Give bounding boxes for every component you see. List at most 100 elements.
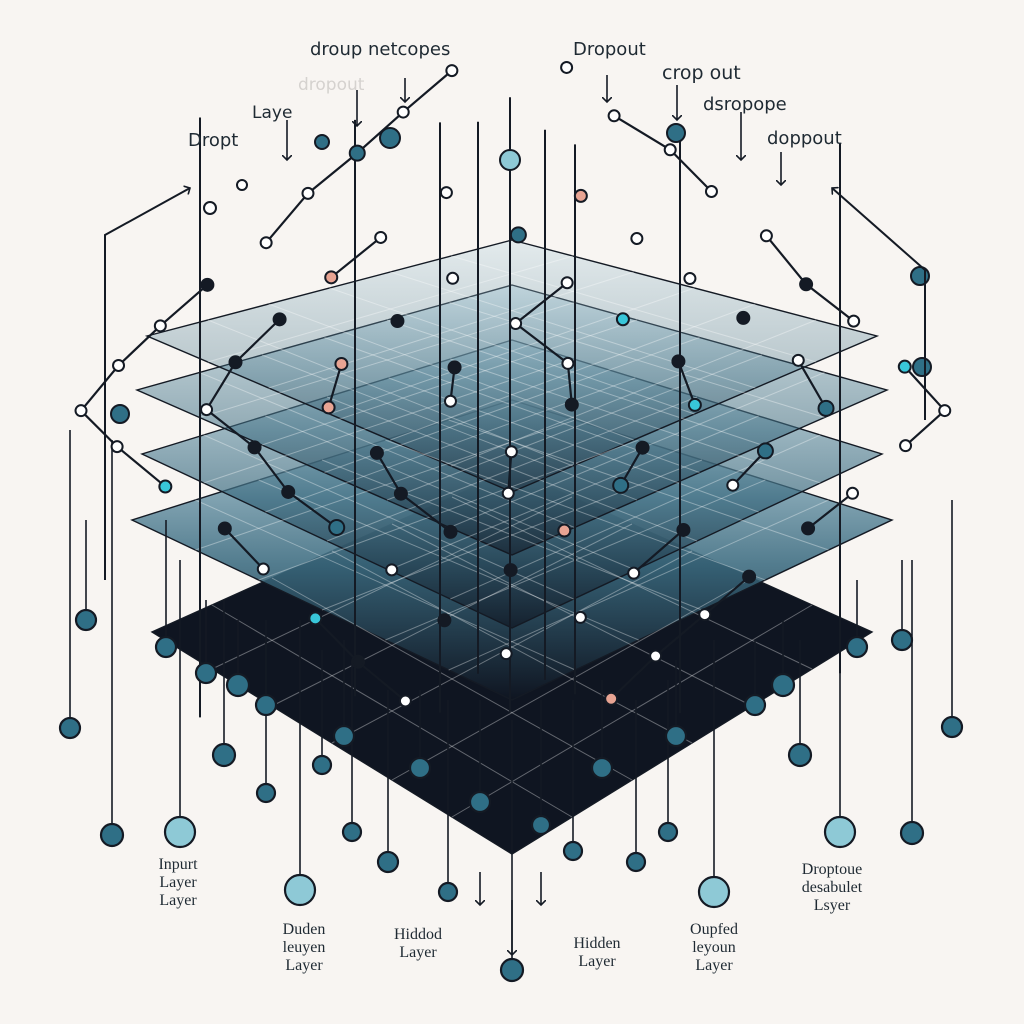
network-edge <box>356 660 407 703</box>
terminal-node <box>163 815 197 849</box>
network-node <box>200 277 215 292</box>
network-node <box>200 403 214 417</box>
plane-grid-line <box>195 499 576 671</box>
network-edge <box>234 318 281 364</box>
terminal-node <box>437 881 459 903</box>
label-duden-layer: Duden leuyen Layer <box>282 921 326 974</box>
network-node <box>560 60 574 74</box>
network-node <box>228 355 243 370</box>
network-node <box>557 523 572 538</box>
network-edge <box>669 148 713 193</box>
network-node <box>256 562 270 576</box>
plane-grid-line <box>331 550 693 744</box>
network-node <box>742 569 757 584</box>
network-edge <box>253 446 290 494</box>
terminal-node <box>845 635 869 659</box>
network-node <box>604 691 619 706</box>
network-node <box>369 445 384 460</box>
plane-grid-line <box>451 255 817 363</box>
plane-grid-line <box>265 415 636 571</box>
network-node <box>439 186 453 200</box>
network-node <box>74 404 88 418</box>
network-node <box>390 314 405 329</box>
network-node <box>615 312 630 327</box>
terminal-node <box>332 724 356 748</box>
network-node <box>560 276 574 290</box>
network-edge <box>703 575 751 616</box>
plane-grid-line <box>329 287 695 415</box>
network-edge <box>632 528 685 575</box>
network-node <box>509 317 523 331</box>
network-edge <box>375 451 403 495</box>
network-node <box>272 312 287 327</box>
network-nodes <box>58 60 964 983</box>
network-edge <box>402 69 453 114</box>
network-edge <box>806 492 854 530</box>
plane-grid-line <box>268 271 634 389</box>
network-node <box>259 236 273 250</box>
network-node <box>649 649 663 663</box>
top-node <box>314 134 330 150</box>
network-node <box>561 356 575 370</box>
terminal-node <box>664 724 688 748</box>
network-node <box>683 272 697 286</box>
terminal-node <box>254 693 278 717</box>
network-edge <box>79 409 119 448</box>
plane-grid-line <box>451 496 813 670</box>
terminal-node <box>255 782 277 804</box>
terminal-node <box>743 693 767 717</box>
network-node <box>334 356 349 371</box>
network-edge <box>514 281 569 325</box>
network-node <box>938 404 952 418</box>
terminal-node <box>697 875 731 909</box>
network-node <box>447 360 462 375</box>
plane-grid-line <box>207 255 573 363</box>
network-edge <box>610 654 657 700</box>
plane-grid-line <box>329 287 695 415</box>
network-node <box>501 486 515 500</box>
plane-grid-line <box>211 496 573 670</box>
network-node <box>736 310 751 325</box>
terminal-node <box>625 851 647 873</box>
network-node <box>698 608 712 622</box>
network-edge <box>287 490 338 529</box>
network-edge <box>115 445 167 488</box>
terminal-node <box>74 608 98 632</box>
network-node <box>635 440 650 455</box>
plane-grid-line <box>321 459 703 611</box>
network-node <box>676 522 691 537</box>
network-node <box>509 226 527 244</box>
terminal-node <box>341 821 363 843</box>
network-node <box>398 694 412 708</box>
terminal-node <box>530 814 552 836</box>
label-droup-netcopes: droup netcopes <box>310 39 451 60</box>
label-crop-out: crop out <box>662 62 741 84</box>
network-node <box>899 439 913 453</box>
terminal-node <box>657 821 679 843</box>
network-node <box>348 144 366 162</box>
label-dropt: Dropt <box>188 130 239 151</box>
network-node <box>573 188 588 203</box>
terminal-node <box>590 756 614 780</box>
network-edge <box>356 110 405 155</box>
network-node <box>281 484 296 499</box>
network-edge <box>306 152 359 195</box>
plane-grid-line <box>331 550 693 744</box>
network-node <box>704 185 718 199</box>
network-node <box>897 359 912 374</box>
network-node <box>396 105 410 119</box>
label-input-layer: Inpurt Layer Layer <box>158 856 198 909</box>
network-node <box>217 521 232 536</box>
network-edge <box>314 617 360 663</box>
terminal-node <box>890 628 914 652</box>
network-node <box>308 611 323 626</box>
network-node <box>301 186 315 200</box>
plane-grid-line <box>195 419 576 551</box>
network-node <box>374 230 388 244</box>
network-node <box>612 476 630 494</box>
network-node <box>573 610 587 624</box>
top-node <box>203 201 217 215</box>
plane-grid-line <box>199 372 575 528</box>
label-dsropope: dsropope <box>703 94 787 115</box>
